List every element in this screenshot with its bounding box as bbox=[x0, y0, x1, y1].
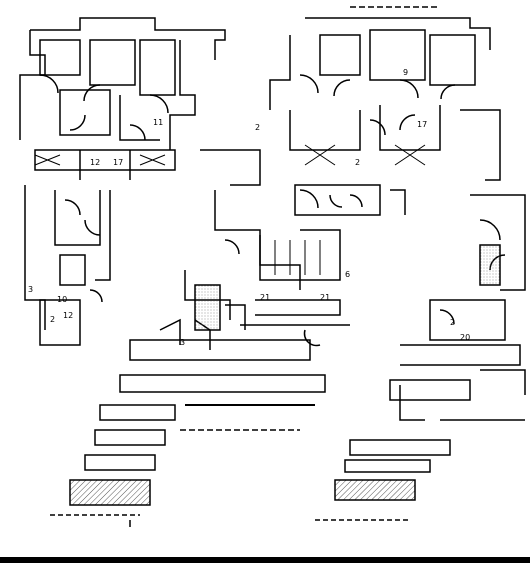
room-label: 21 bbox=[260, 293, 270, 302]
room-label: 2 bbox=[450, 318, 455, 327]
room-label: 2 bbox=[255, 123, 260, 132]
room-label: 17 bbox=[113, 158, 123, 167]
central-connector bbox=[184, 149, 406, 347]
room-label: 20 bbox=[460, 333, 470, 342]
room-label: 2 bbox=[50, 315, 55, 324]
room-label: 3 bbox=[28, 285, 33, 294]
room-label: 17 bbox=[417, 120, 427, 129]
room-label: 12 bbox=[63, 311, 73, 320]
room-label: 12 bbox=[90, 158, 100, 167]
room-label: 9 bbox=[403, 68, 408, 77]
left-wing bbox=[19, 17, 326, 527]
room-label: 10 bbox=[57, 295, 67, 304]
room-label: 3 bbox=[180, 338, 185, 347]
right-wing bbox=[269, 6, 526, 521]
room-label: 2 bbox=[355, 158, 360, 167]
room-label: 21 bbox=[320, 293, 330, 302]
room-label: 11 bbox=[153, 118, 163, 127]
room-label: 6 bbox=[345, 270, 350, 279]
room-labels: 11 17 17 2 9 12 6 21 2 10 12 21 2 3 2 20… bbox=[28, 68, 470, 347]
